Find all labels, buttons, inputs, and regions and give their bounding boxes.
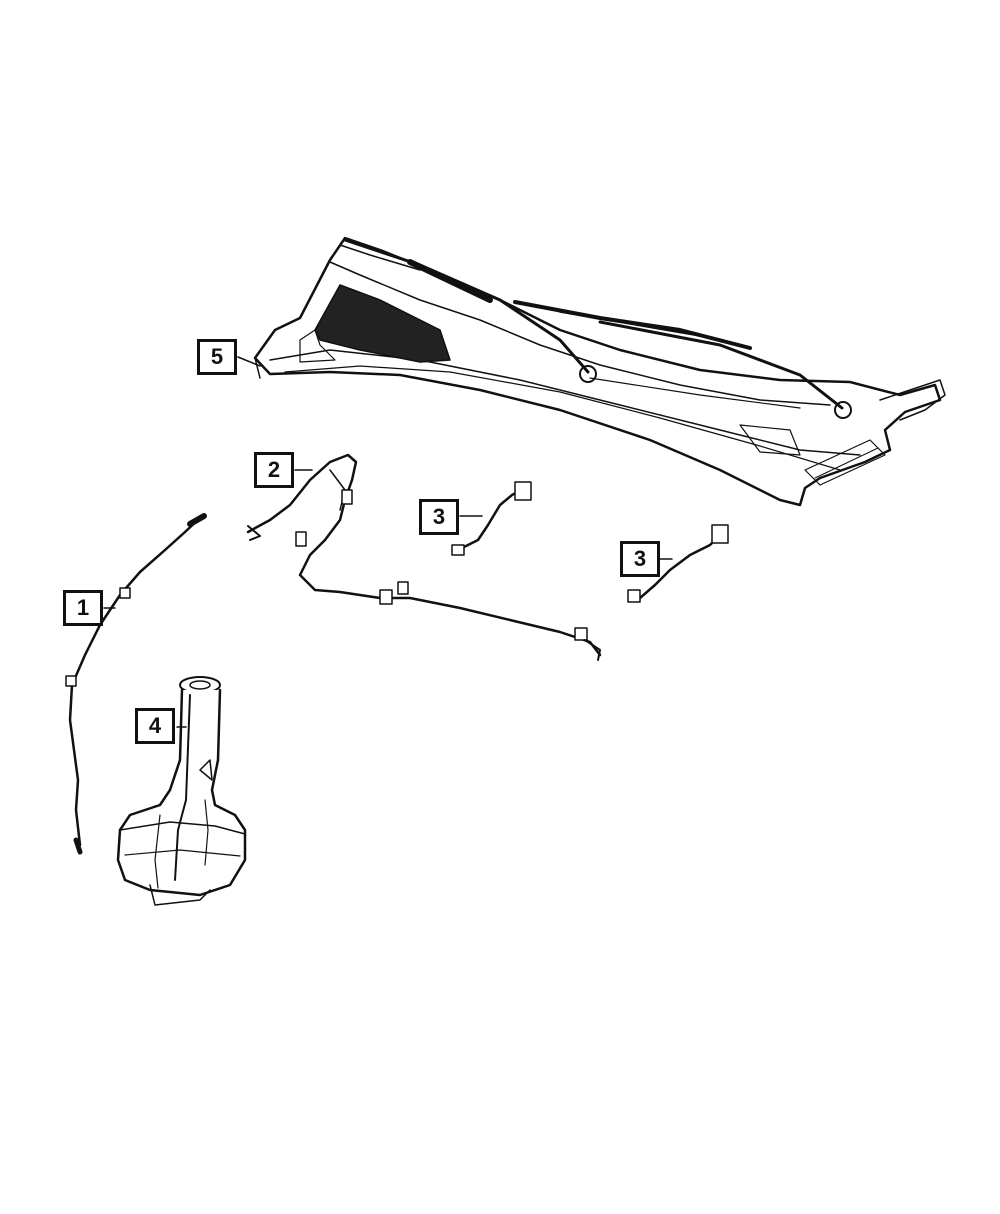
callout-4: 4 [135,708,175,744]
callout-1: 1 [63,590,103,626]
washer-hose [65,513,207,855]
wiring-harness [246,453,602,661]
callout-3-right: 3 [620,541,660,577]
washer-reservoir [116,676,247,906]
leader-lines [103,356,673,728]
jumper-harness-right [627,524,729,603]
callout-3-left: 3 [419,499,459,535]
jumper-harness-left [451,481,532,556]
callout-5: 5 [197,339,237,375]
callout-2: 2 [254,452,294,488]
cowl-panel-assembly [253,236,946,507]
